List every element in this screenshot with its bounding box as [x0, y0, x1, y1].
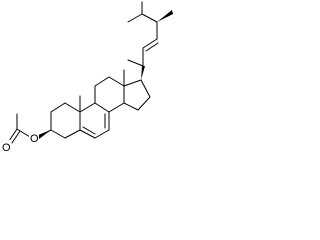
bond-carbonyl-ester-o [16, 128, 31, 138]
bond-c2-c1 [50, 102, 66, 113]
ring-b [79, 102, 110, 139]
bond-carbonyl-o-2 [11, 130, 21, 144]
bond-c20-c21 [127, 59, 144, 67]
bond-carbonyl-o-1 [8, 128, 18, 142]
ring-c [94, 69, 125, 113]
bond-c1-c10 [64, 102, 81, 113]
ring-a [38, 95, 81, 139]
bond-c17-c13 [123, 79, 142, 87]
bond-c5-c6-double [82, 126, 96, 135]
bond-c12-c13 [108, 76, 125, 87]
bond-c16-c17 [140, 79, 151, 98]
bond-c24-c25 [141, 13, 158, 23]
ring-d [123, 66, 151, 111]
bond-c25-c26 [127, 13, 143, 23]
bond-c5-c6 [79, 129, 96, 139]
molecular-structure-diagram: O O [1, 1, 173, 154]
bond-c22-c23 [142, 38, 158, 49]
bond-c8-c9 [94, 102, 110, 113]
bond-c15-c16 [137, 96, 151, 111]
bond-c14-c8 [108, 102, 125, 113]
wedge-c24-methyl [157, 10, 173, 22]
wedge-c3-oxygen [38, 130, 51, 139]
carbonyl-oxygen-label: O [2, 142, 11, 154]
bond-c9-c10 [79, 102, 96, 113]
bond-c4-c3 [50, 129, 66, 139]
bond-c14-c15 [123, 102, 139, 111]
bond-c11-c12 [94, 76, 110, 87]
carbonyl-oxygen-bg [1, 140, 11, 153]
ester-oxygen-label: O [30, 133, 39, 145]
bond-c22-c23-double [145, 42, 159, 52]
bond-c5-c4 [64, 129, 81, 139]
side-chain [127, 1, 173, 67]
wedge-c17-c20 [141, 66, 145, 80]
ester-oxygen-bg [29, 131, 39, 144]
atom-labels: O O [1, 131, 39, 154]
bond-c6-c7 [94, 129, 110, 139]
